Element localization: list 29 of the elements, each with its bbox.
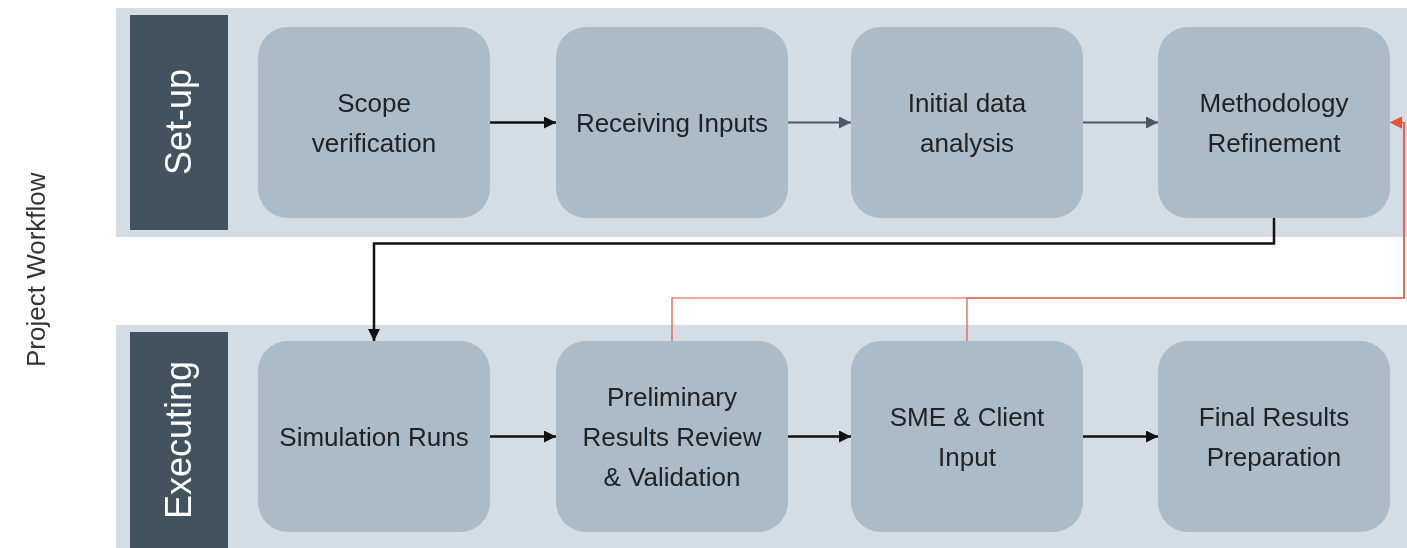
process-box <box>1158 341 1390 532</box>
swimlane-band <box>116 325 1407 548</box>
box-label: Preliminary Results Review & Validation <box>581 380 763 494</box>
arrow <box>966 116 1405 342</box>
arrow <box>787 116 852 129</box>
box-label: SME & Client Input <box>888 400 1046 474</box>
arrow <box>1082 116 1159 129</box>
process-box <box>556 27 788 218</box>
arrow <box>490 116 556 129</box>
arrow <box>788 430 851 443</box>
swimlane-band <box>116 8 1407 237</box>
box-label: Scope verification <box>310 86 438 160</box>
box-label: Initial data analysis <box>906 86 1028 160</box>
box-label: Final Results Preparation <box>1197 400 1351 474</box>
arrow <box>368 218 1276 341</box>
process-box <box>258 27 490 218</box>
box-label: Receiving Inputs <box>575 106 769 140</box>
arrow <box>490 430 556 443</box>
process-box <box>851 27 1083 218</box>
box-label: Simulation Runs <box>279 420 469 454</box>
process-box <box>1158 27 1390 218</box>
diagram-title: Project Workflow <box>19 171 52 370</box>
process-box <box>258 341 490 532</box>
arrow <box>1083 430 1158 443</box>
process-box <box>556 341 788 532</box>
process-box <box>851 341 1083 532</box>
lane-title: Executing <box>158 360 200 520</box>
box-label: Methodology Refinement <box>1198 86 1350 160</box>
lane-title: Set-up <box>158 69 200 176</box>
